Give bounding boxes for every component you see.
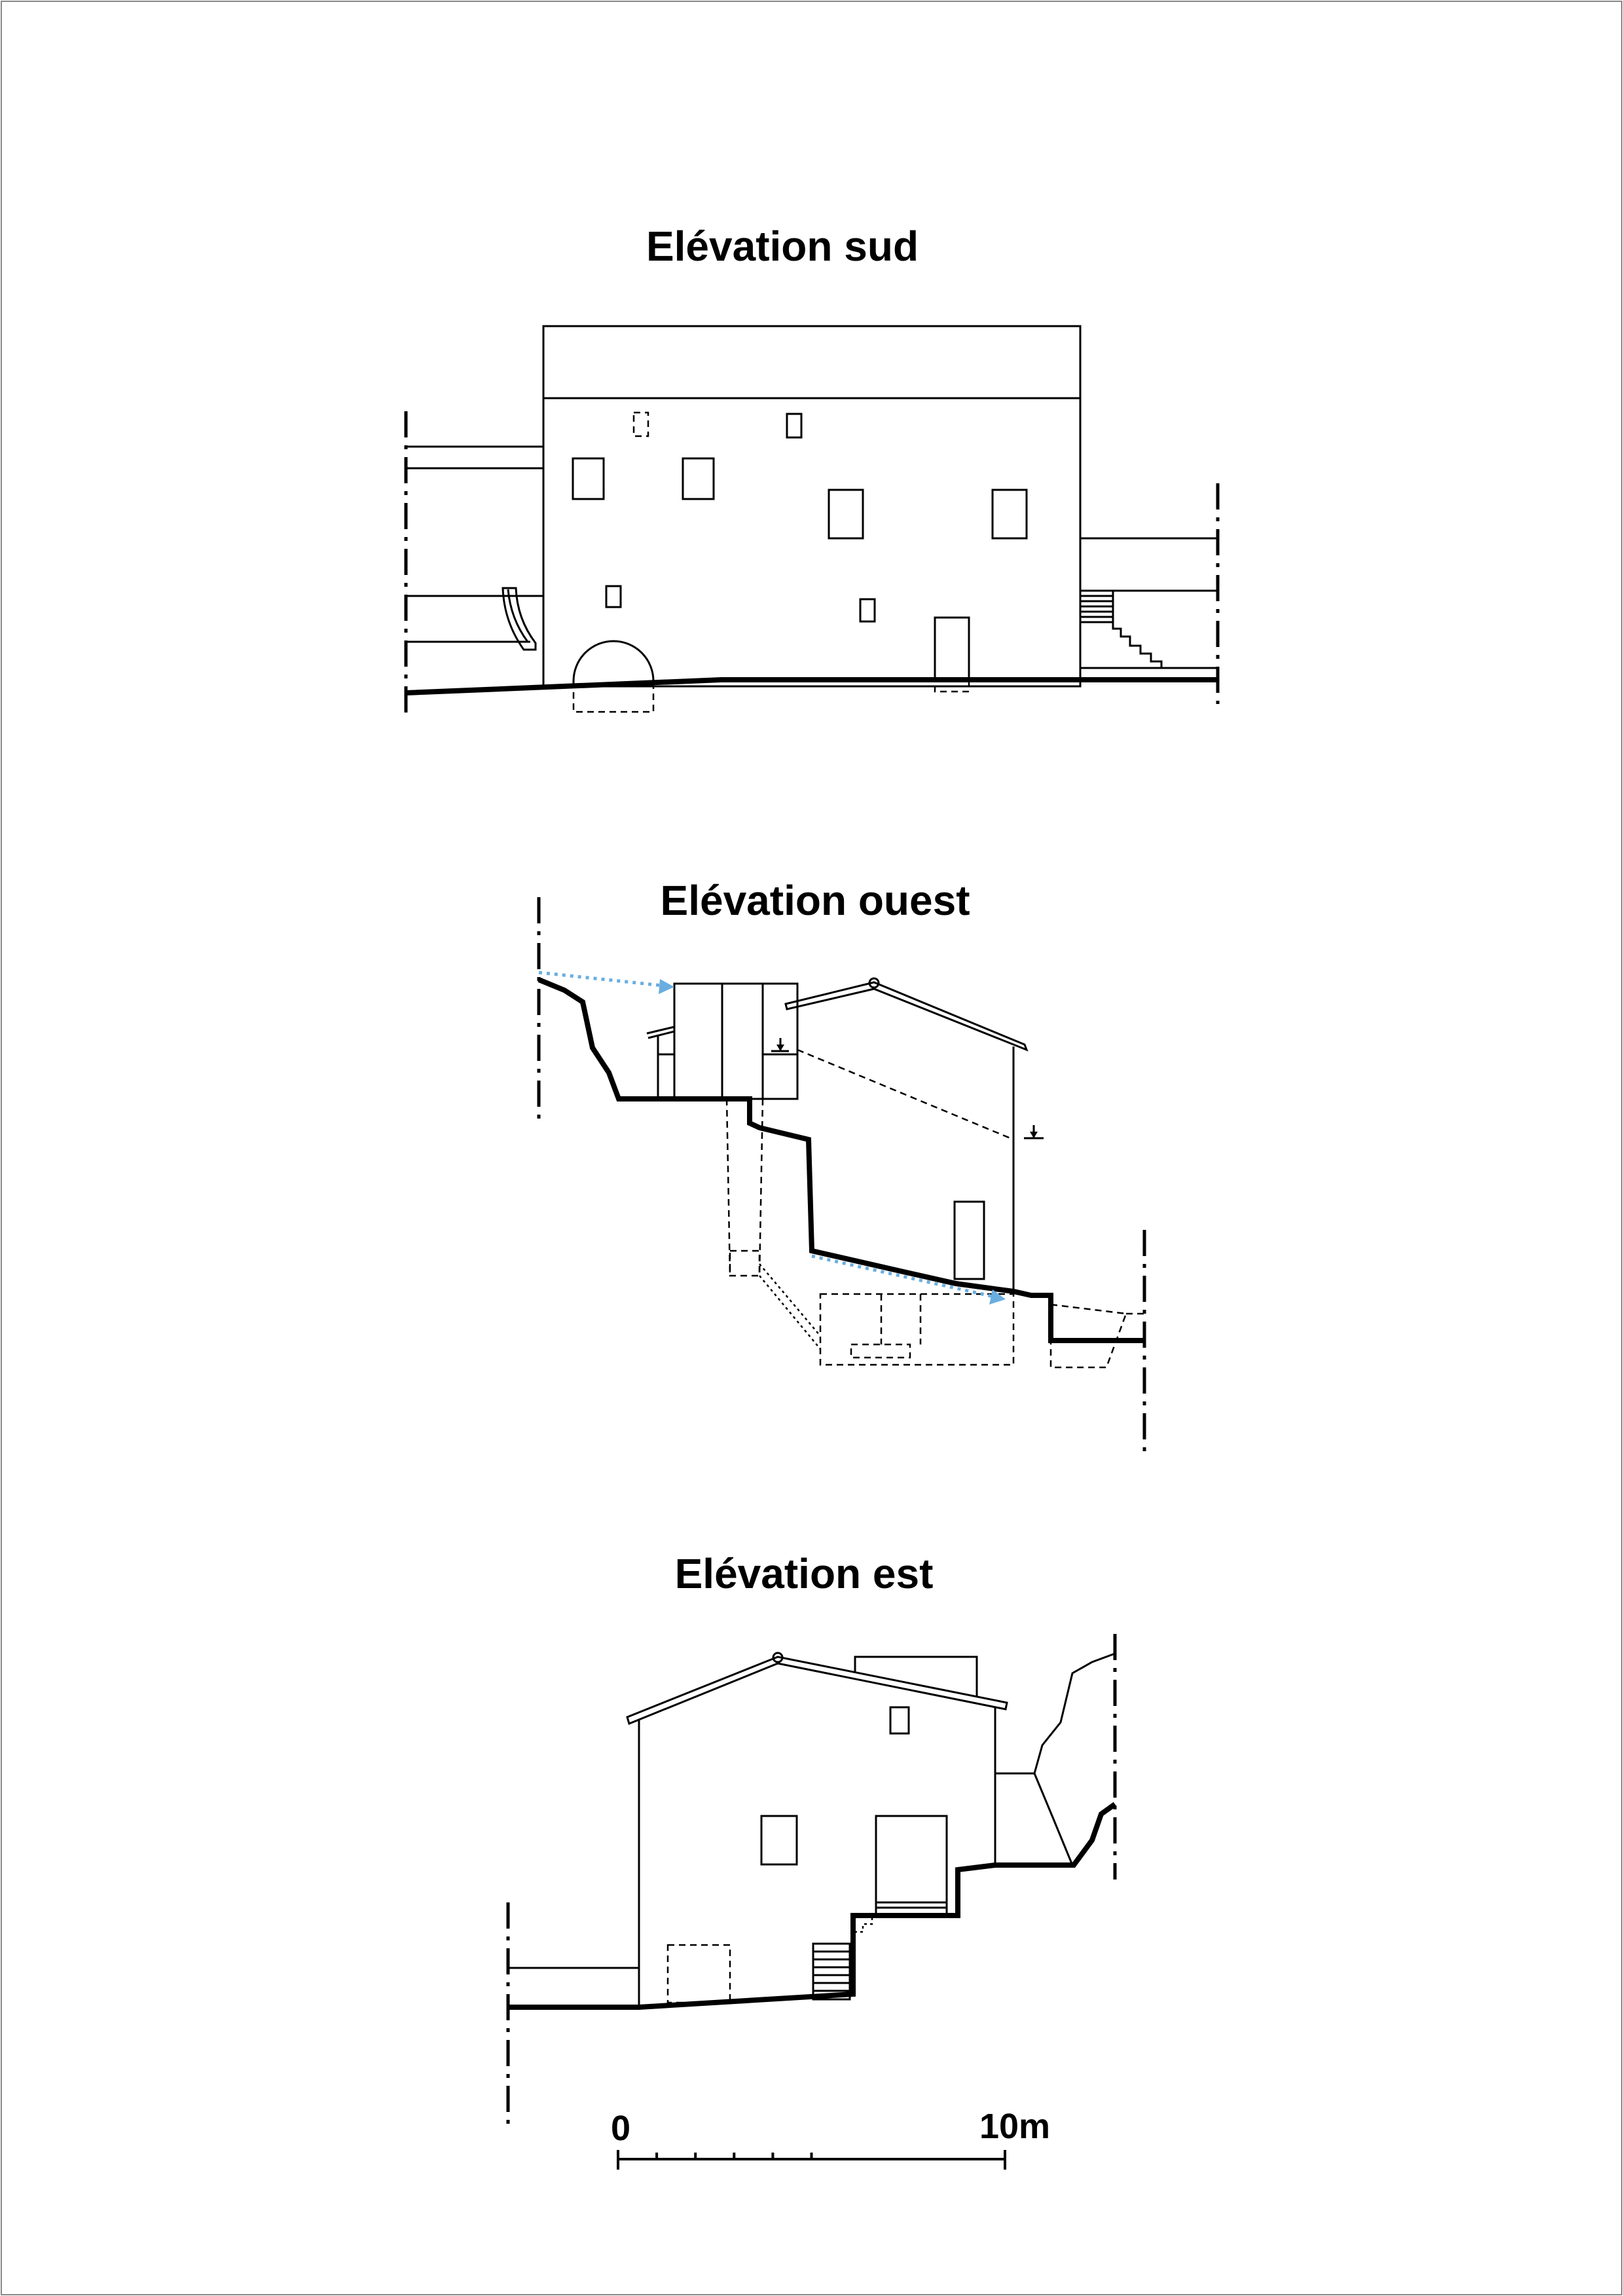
title-east-elevation: Elévation est bbox=[675, 1550, 934, 1597]
chimney bbox=[854, 1656, 978, 1697]
south-elevation bbox=[404, 325, 1220, 717]
window bbox=[682, 457, 715, 500]
stair bbox=[812, 1942, 851, 2001]
scale-label-start: 0 bbox=[611, 2109, 630, 2148]
window bbox=[859, 598, 876, 623]
roof bbox=[784, 981, 1029, 1052]
window bbox=[786, 413, 803, 439]
door bbox=[953, 1200, 985, 1280]
window bbox=[828, 489, 864, 540]
south-ground-line bbox=[405, 677, 1218, 695]
south-left-annex bbox=[406, 445, 543, 651]
outer-cellar bbox=[1049, 1303, 1127, 1369]
arched-opening bbox=[572, 640, 655, 684]
stair-rail bbox=[501, 587, 537, 651]
scale-label-end: 10m bbox=[979, 2107, 1050, 2146]
section-line bbox=[797, 1048, 1014, 1141]
scale-bar: 0 10m bbox=[611, 2107, 1050, 2170]
level-marker bbox=[1024, 1125, 1044, 1139]
window bbox=[991, 489, 1028, 540]
flow-arrow bbox=[538, 971, 674, 994]
title-west-elevation: Elévation ouest bbox=[661, 877, 970, 924]
window bbox=[572, 457, 605, 500]
title-south-elevation: Elévation sud bbox=[646, 223, 919, 270]
west-elevation bbox=[537, 897, 1146, 1455]
south-right-annex bbox=[1080, 537, 1218, 669]
hidden-opening bbox=[666, 1944, 731, 2004]
east-elevation bbox=[506, 1634, 1117, 2127]
east-right-rock bbox=[995, 1652, 1116, 1866]
south-building bbox=[542, 325, 1082, 713]
window bbox=[760, 1815, 798, 1866]
east-house bbox=[626, 1652, 1008, 2007]
flow-arrow bbox=[811, 1254, 1006, 1305]
level-marker bbox=[771, 1038, 789, 1052]
roof bbox=[626, 1656, 1008, 1726]
west-cellar bbox=[759, 1263, 1144, 1369]
east-ground-line bbox=[508, 1802, 1117, 2010]
arch-foundation bbox=[572, 683, 655, 713]
stair-treads bbox=[1080, 595, 1113, 623]
window-blocked bbox=[632, 411, 649, 437]
exterior-stair bbox=[1112, 591, 1169, 669]
west-house bbox=[771, 977, 1044, 1291]
door bbox=[875, 1815, 948, 1916]
scale-ticks bbox=[617, 2150, 1006, 2170]
door bbox=[934, 616, 970, 682]
window bbox=[605, 585, 622, 608]
west-ground-line bbox=[538, 977, 1144, 1343]
window bbox=[889, 1706, 910, 1735]
stair-treads bbox=[813, 1950, 850, 1992]
